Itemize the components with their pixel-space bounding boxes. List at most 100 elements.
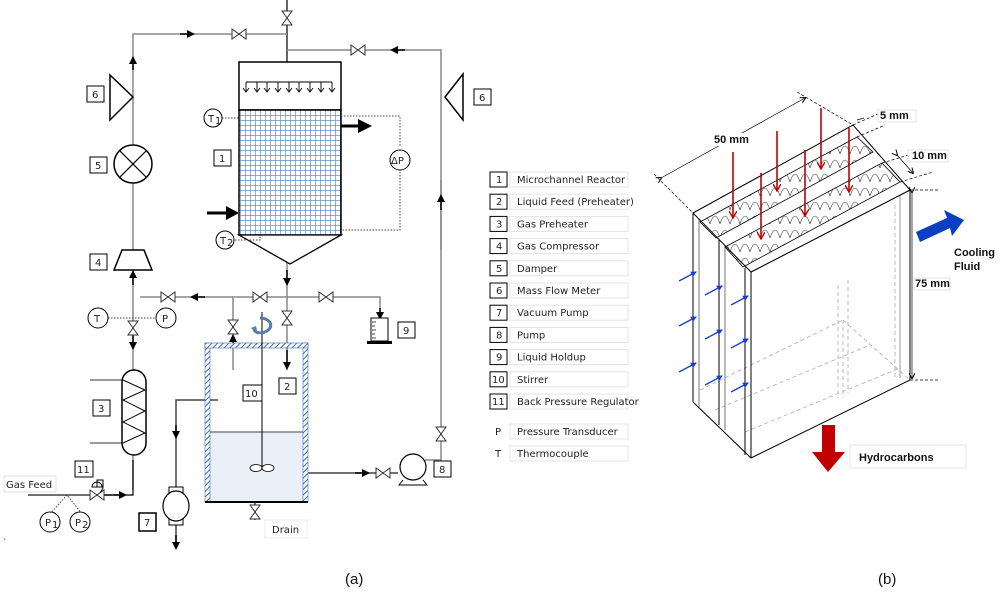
p2-label: P: [75, 518, 81, 529]
tag-damper: 5: [89, 156, 108, 174]
symbol-key: T: [494, 449, 502, 460]
instrument-dp: ΔP: [389, 149, 411, 171]
legend-key: 2: [496, 197, 502, 208]
legend-label: Gas Compressor: [517, 242, 600, 253]
legend-item: 4 Gas Compressor: [489, 238, 629, 255]
svg-text:10: 10: [245, 389, 258, 400]
legend-key: 9: [496, 353, 502, 364]
microchannel-schematic: 50 mm 5 mm 10 mm 75 mm Cooling Fluid Hyd…: [653, 91, 995, 472]
gas-compressor-icon: [112, 249, 154, 271]
instrument-t: T: [87, 307, 109, 329]
valve-back-pressure: [89, 489, 105, 501]
p1-label: P: [45, 518, 51, 529]
hydrocarbons-arrow: [812, 425, 845, 472]
cooling-label-1: Cooling: [954, 247, 995, 259]
cooling-label-2: Fluid: [954, 261, 980, 273]
instrument-p: P: [155, 307, 177, 329]
legend-label: Damper: [517, 264, 558, 275]
back-pressure-regulator-icon: [91, 479, 104, 494]
component-tags: 1 2 3 4 5 6 6 7 8 9 10 11: [74, 85, 492, 532]
dp-label: ΔP: [391, 156, 404, 167]
legend-label: Mass Flow Meter: [517, 286, 601, 297]
legend-item: 6 Mass Flow Meter: [489, 282, 629, 299]
tag-mass-flow-meter-left: 6: [86, 85, 105, 103]
symbol-label: Thermocouple: [516, 449, 589, 460]
dim-gap-label: 5 mm: [880, 110, 909, 122]
tag-liquid-feed: 2: [278, 377, 297, 395]
tag-back-pressure-regulator: 11: [74, 460, 94, 478]
svg-text:4: 4: [95, 258, 101, 269]
legend-item: 9 Liquid Holdup: [489, 349, 629, 366]
mass-flow-meter-left-icon: [109, 73, 135, 122]
valve-pump-outlet: [435, 426, 447, 442]
legend-key: 11: [492, 397, 505, 408]
t1-label: T: [207, 114, 215, 125]
gas-feed-label-box: Gas Feed: [3, 475, 57, 493]
tag-stirrer: 10: [242, 384, 263, 402]
tag-pump: 8: [433, 460, 452, 478]
dim-length-label: 50 mm: [714, 134, 749, 146]
legend-label: Liquid Holdup: [517, 353, 586, 364]
valve-top: [281, 10, 293, 26]
svg-text:2: 2: [284, 382, 290, 393]
valve-gas-train: [127, 320, 139, 336]
stray-mark: `: [3, 537, 6, 549]
legend-label: Pump: [517, 330, 545, 341]
instrument-t1: T 1: [203, 108, 223, 128]
symbol-legend-item: P Pressure Transducer: [495, 423, 629, 440]
symbol-key: P: [495, 427, 501, 438]
tag-reactor: 1: [213, 149, 232, 167]
tag-vacuum-pump: 7: [138, 512, 157, 532]
vacuum-pump-icon: [162, 486, 190, 526]
legend-key: 4: [496, 242, 502, 253]
valve-liquid-feed: [281, 310, 293, 326]
svg-text:11: 11: [77, 465, 90, 476]
damper-icon: [113, 144, 153, 184]
valve-outlet-right: [318, 291, 334, 303]
caption-a: (a): [345, 571, 363, 588]
cooling-fluid-arrow: [916, 210, 964, 242]
t2-label: T: [219, 236, 227, 247]
legend-label: Stirrer: [517, 375, 549, 386]
svg-text:6: 6: [479, 93, 485, 104]
drain-label: Drain: [272, 525, 299, 536]
dim-height-label: 75 mm: [915, 278, 950, 290]
legend-label: Vacuum Pump: [517, 308, 589, 319]
valve-pump-inlet: [375, 467, 391, 479]
symbol-legend-item: T Thermocouple: [494, 445, 629, 462]
svg-text:1: 1: [219, 154, 225, 165]
p2-sub: 2: [82, 520, 88, 531]
tag-mass-flow-meter-right: 6: [473, 88, 492, 106]
svg-text:9: 9: [403, 326, 409, 337]
valve-drain: [249, 504, 261, 520]
caption-b: (b): [878, 571, 896, 588]
legend-label: Gas Preheater: [517, 219, 589, 230]
valve-gas-inlet: [231, 28, 247, 40]
valve-outlet-left: [252, 291, 268, 303]
hydrocarbons-label: Hydrocarbons: [859, 452, 934, 464]
legend-key: 6: [496, 286, 502, 297]
microchannel-reactor: [207, 61, 401, 265]
pump-icon: [397, 453, 429, 486]
symbol-label: Pressure Transducer: [517, 427, 619, 438]
valve-tank-branch: [227, 319, 239, 335]
t-label: T: [93, 314, 101, 325]
legend-label: Microchannel Reactor: [517, 175, 626, 186]
drain-label-box: Drain: [264, 519, 308, 539]
svg-text:5: 5: [95, 161, 101, 172]
svg-text:8: 8: [439, 465, 445, 476]
instrument-p1: P 1: [39, 511, 61, 533]
svg-text:3: 3: [98, 404, 104, 415]
p1-sub: 1: [52, 520, 58, 531]
legend-key: 3: [496, 219, 502, 230]
svg-text:7: 7: [144, 518, 150, 529]
liquid-holdup-icon: [367, 317, 392, 344]
legend-item: 3 Gas Preheater: [489, 215, 629, 232]
